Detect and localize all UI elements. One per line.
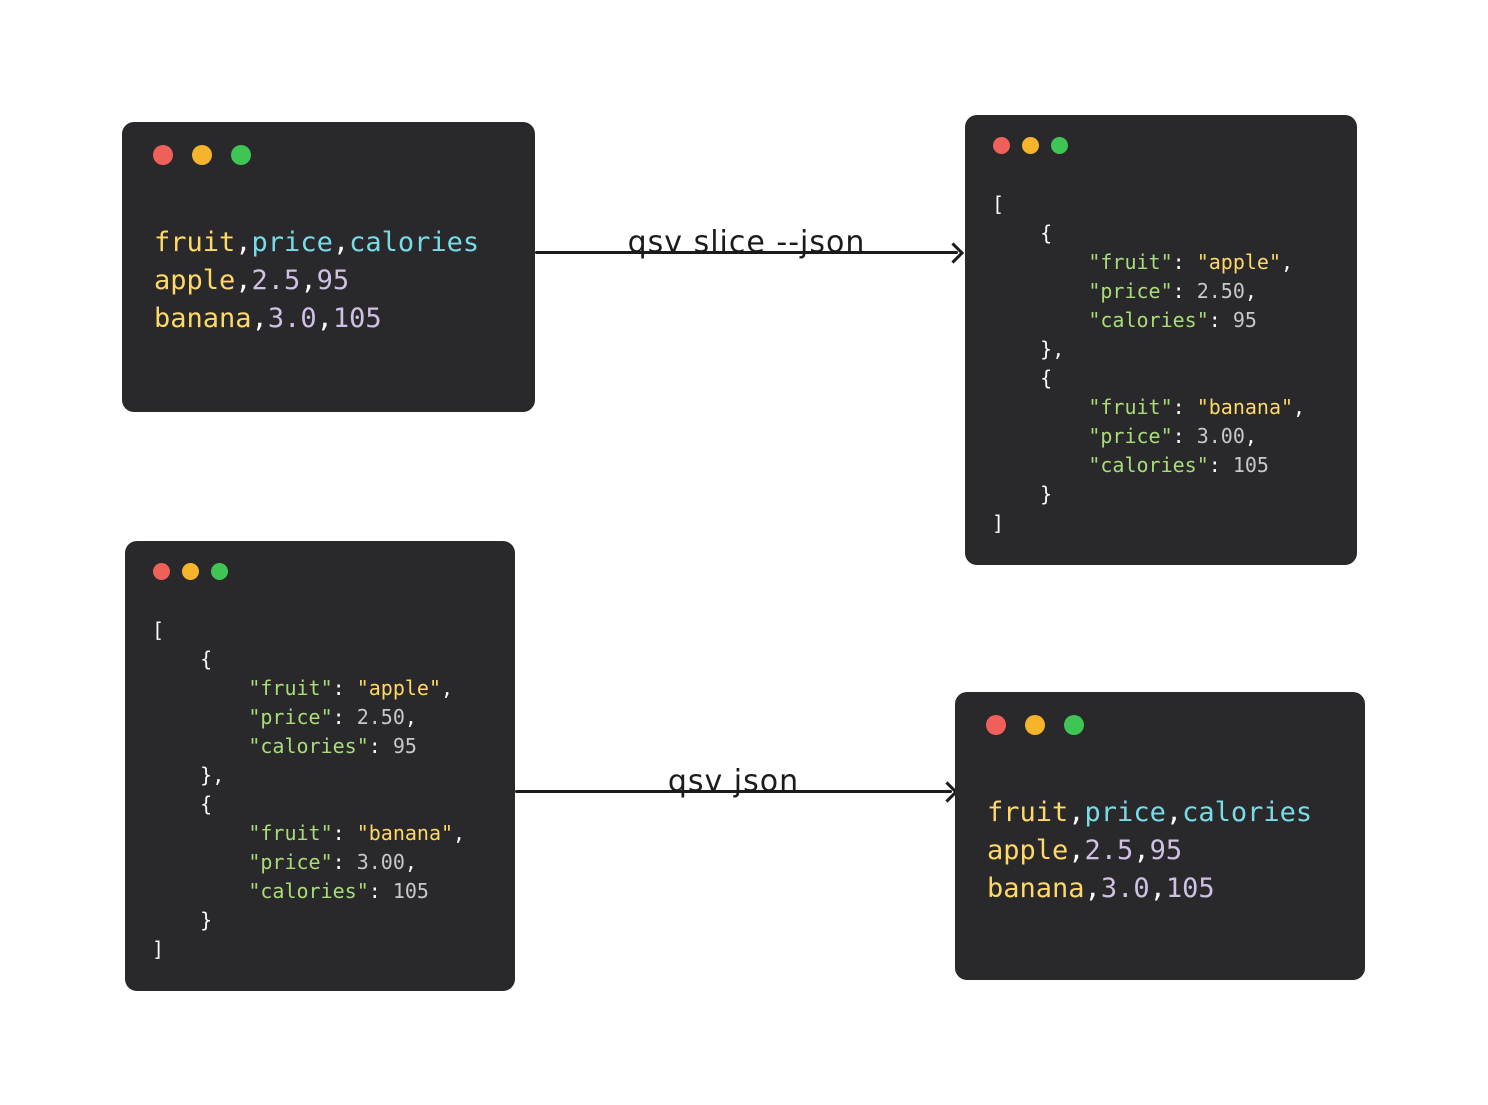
maximize-button-icon — [211, 563, 228, 580]
json-output-window: [ { "fruit": "apple", "price": 2.50, "ca… — [965, 115, 1357, 565]
arrow-line — [535, 241, 965, 264]
minimize-button-icon — [1022, 137, 1039, 154]
close-button-icon — [986, 715, 1006, 735]
window-controls — [153, 563, 228, 580]
arrow-label-slice-json: qsv slice --json — [627, 225, 866, 260]
close-button-icon — [153, 563, 170, 580]
arrow-line — [515, 780, 959, 803]
maximize-button-icon — [231, 145, 251, 165]
arrow-label-json: qsv json — [667, 764, 800, 799]
close-button-icon — [153, 145, 173, 165]
maximize-button-icon — [1051, 137, 1068, 154]
json-code: [ { "fruit": "apple", "price": 2.50, "ca… — [992, 192, 1306, 535]
arrow-csv-to-json: qsv slice --json — [535, 226, 965, 264]
minimize-button-icon — [182, 563, 199, 580]
json-input-window: [ { "fruit": "apple", "price": 2.50, "ca… — [125, 541, 515, 991]
window-controls — [986, 715, 1084, 735]
window-controls — [153, 145, 251, 165]
arrow-json-to-csv: qsv json — [515, 765, 959, 803]
json-code: [ { "fruit": "apple", "price": 2.50, "ca… — [152, 618, 466, 961]
minimize-button-icon — [1025, 715, 1045, 735]
maximize-button-icon — [1064, 715, 1084, 735]
minimize-button-icon — [192, 145, 212, 165]
window-controls — [993, 137, 1068, 154]
close-button-icon — [993, 137, 1010, 154]
